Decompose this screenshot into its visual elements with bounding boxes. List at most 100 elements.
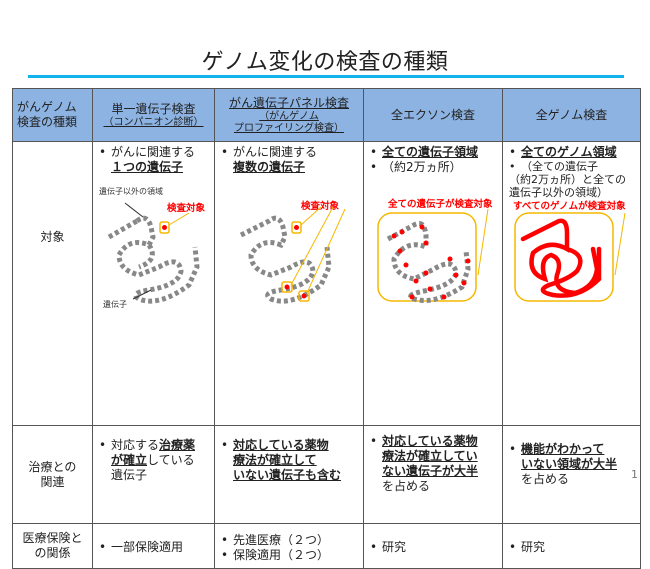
treatment-row: 治療との 関連 •対応する治療薬が確立している遺伝子 •対応している薬物療法が確… bbox=[12, 425, 641, 524]
bullet-text: 遺伝子以外の領域） bbox=[509, 186, 608, 199]
target-row: 対象 •がんに関連する １つの遺伝子 遺伝子以外の領域 検査対象 遺伝子 •がん… bbox=[12, 141, 641, 426]
bullet-text: を占める bbox=[382, 479, 431, 493]
bullet-item: •保険適用（２つ） bbox=[221, 547, 330, 562]
genome-test-table: がんゲノム 検査の種類 単一遺伝子検査 （コンパニオン診断） がん遺伝子パネル検… bbox=[12, 88, 641, 569]
page-title: ゲノム変化の検査の種類 bbox=[201, 50, 449, 75]
col-title: 全ゲノム検査 bbox=[535, 107, 608, 122]
header-label-line2: 検査の種類 bbox=[17, 115, 78, 129]
target-row-label: 対象 bbox=[12, 141, 93, 426]
col-title: 全エクソン検査 bbox=[390, 107, 475, 122]
bullet-emphasis: 全てのゲノム領域 bbox=[521, 145, 617, 159]
chromosome-diagram-icon bbox=[239, 206, 346, 304]
bullet-text: を占める bbox=[521, 472, 570, 486]
test-target-label: 全ての遺伝子が検査対象 bbox=[388, 199, 493, 210]
bullet-text: がんに関連する bbox=[233, 145, 318, 159]
row-label-text: 対象 bbox=[40, 230, 65, 244]
treatment-single-cell: •対応する治療薬が確立している遺伝子 bbox=[92, 425, 215, 524]
target-single-cell: •がんに関連する １つの遺伝子 遺伝子以外の領域 検査対象 遺伝子 bbox=[92, 141, 215, 426]
bullet-emphasis: １つの遺伝子 bbox=[111, 160, 184, 174]
insurance-row-label: 医療保険と の関係 bbox=[12, 523, 93, 569]
bullet-item: •先進医療（２つ） bbox=[221, 532, 330, 547]
header-genome: 全ゲノム検査 bbox=[502, 88, 641, 142]
gene-label: 遺伝子 bbox=[103, 300, 127, 309]
row-label-text: 医療保険と bbox=[22, 531, 83, 545]
bullet-emphasis: いない領域が大半 bbox=[521, 457, 618, 471]
insurance-exome-cell: •研究 bbox=[363, 523, 503, 569]
row-label-text: の関係 bbox=[34, 546, 71, 560]
header-row: がんゲノム 検査の種類 単一遺伝子検査 （コンパニオン診断） がん遺伝子パネル検… bbox=[12, 88, 641, 142]
bullet-emphasis: 複数の遺伝子 bbox=[233, 160, 306, 174]
target-exome-cell: •全ての遺伝子領域 •（約2万ヵ所） 全ての遺伝子が検査対象 bbox=[363, 141, 503, 426]
bullet-text: がんに関連する bbox=[111, 145, 196, 159]
bullet-text: 遺伝子 bbox=[111, 468, 148, 482]
bullet-text: 対応する bbox=[111, 438, 160, 452]
bullet-emphasis: 全ての遺伝子領域 bbox=[382, 145, 479, 159]
bullet-emphasis: 機能がわかって bbox=[521, 442, 605, 456]
bullet-text: している bbox=[147, 453, 195, 467]
bullet-item: •機能がわかっていない領域が大半を占める bbox=[509, 442, 618, 486]
bullet-item: •対応する治療薬が確立している遺伝子 bbox=[99, 438, 196, 482]
bullet-item: •がんに関連する bbox=[99, 145, 196, 159]
bullet-item: •全ての遺伝子領域 bbox=[370, 145, 479, 159]
bullet-text: （全ての遺伝子 bbox=[521, 160, 598, 173]
row-label-text: 関連 bbox=[40, 474, 65, 489]
bullet-item: •研究 bbox=[509, 540, 546, 554]
target-genome-cell: •全てのゲノム領域 •（全ての遺伝子 （約2万ヵ所）と全ての 遺伝子以外の領域）… bbox=[502, 141, 641, 426]
bullet-emphasis: 療法が確立して bbox=[233, 453, 317, 467]
insurance-genome-cell: •研究 bbox=[502, 523, 641, 569]
col-title: がん遺伝子パネル検査 bbox=[228, 95, 349, 110]
bullet-text: （約2万ヵ所）と全ての bbox=[509, 173, 626, 186]
panel-diagram: 検査対象 bbox=[221, 175, 359, 315]
bullet-emphasis: いない遺伝子も含む bbox=[233, 468, 342, 482]
header-exome: 全エクソン検査 bbox=[363, 88, 503, 142]
single-gene-diagram: 遺伝子以外の領域 検査対象 遺伝子 bbox=[99, 175, 210, 315]
bullet-item: •全てのゲノム領域 bbox=[509, 145, 617, 159]
col-title: 単一遺伝子検査 bbox=[111, 101, 196, 116]
bullet-item: •対応している薬物療法が確立していない遺伝子も含む bbox=[221, 438, 342, 482]
col-sub: プロファイリング検査） bbox=[234, 122, 344, 134]
row-label-text: 治療との bbox=[28, 459, 77, 474]
bullet-text: （約2万ヵ所） bbox=[382, 160, 462, 174]
header-row-label: がんゲノム 検査の種類 bbox=[12, 88, 93, 142]
test-target-label: すべてのゲノムが検査対象 bbox=[513, 201, 626, 212]
col-sub: （がんゲノム bbox=[259, 110, 319, 122]
bullet-emphasis: 対応している薬物 bbox=[233, 438, 329, 452]
bullet-item: •対応している薬物療法が確立していない遺伝子が大半を占める bbox=[370, 434, 479, 493]
bullet-text: 一部保険適用 bbox=[111, 540, 184, 554]
insurance-single-cell: •一部保険適用 bbox=[92, 523, 215, 569]
bullet-emphasis: 治療薬 bbox=[159, 438, 196, 452]
insurance-row: 医療保険と の関係 •一部保険適用 •先進医療（２つ） •保険適用（２つ） •研… bbox=[12, 523, 641, 569]
chromosome-diagram-icon bbox=[107, 202, 200, 304]
bullet-item: •（約2万ヵ所） bbox=[370, 160, 462, 174]
page-number: 1 bbox=[631, 468, 638, 481]
bullet-text: 保険適用（２つ） bbox=[233, 547, 330, 562]
bullet-emphasis: ない遺伝子が大半 bbox=[382, 464, 479, 478]
insurance-panel-cell: •先進医療（２つ） •保険適用（２つ） bbox=[214, 523, 364, 569]
bullet-emphasis: が確立 bbox=[111, 453, 148, 467]
non-gene-region-label: 遺伝子以外の領域 bbox=[99, 187, 163, 196]
bullet-item: •一部保険適用 bbox=[99, 540, 184, 554]
treatment-exome-cell: •対応している薬物療法が確立していない遺伝子が大半を占める bbox=[363, 425, 503, 524]
header-panel: がん遺伝子パネル検査 （がんゲノム プロファイリング検査） bbox=[214, 88, 364, 142]
bullet-text: 研究 bbox=[382, 540, 407, 554]
bullet-item: •研究 bbox=[370, 540, 407, 554]
bullet-emphasis: 療法が確立してい bbox=[382, 449, 478, 463]
bullet-text: 研究 bbox=[521, 540, 546, 554]
test-target-label: 検査対象 bbox=[301, 201, 340, 212]
exome-diagram: 全ての遺伝子が検査対象 bbox=[370, 175, 498, 315]
exome-all-genes-icon bbox=[377, 208, 489, 303]
test-target-label: 検査対象 bbox=[167, 203, 206, 214]
treatment-row-label: 治療との 関連 bbox=[12, 425, 93, 524]
title-underline bbox=[28, 75, 624, 78]
bullet-emphasis: 対応している薬物 bbox=[382, 434, 478, 448]
header-single-gene: 単一遺伝子検査 （コンパニオン診断） bbox=[92, 88, 215, 142]
bullet-item: •（全ての遺伝子 （約2万ヵ所）と全ての 遺伝子以外の領域） bbox=[509, 160, 636, 199]
bullet-item: •がんに関連する bbox=[221, 145, 318, 159]
bullet-text: 先進医療（２つ） bbox=[233, 532, 330, 547]
target-panel-cell: •がんに関連する 複数の遺伝子 検査対象 bbox=[214, 141, 364, 426]
genome-all-regions-icon bbox=[514, 212, 626, 302]
header-label-line1: がんゲノム bbox=[17, 100, 77, 114]
genome-diagram: すべてのゲノムが検査対象 bbox=[509, 199, 636, 309]
col-sub: （コンパニオン診断） bbox=[103, 116, 204, 128]
treatment-genome-cell: •機能がわかっていない領域が大半を占める bbox=[502, 425, 641, 524]
